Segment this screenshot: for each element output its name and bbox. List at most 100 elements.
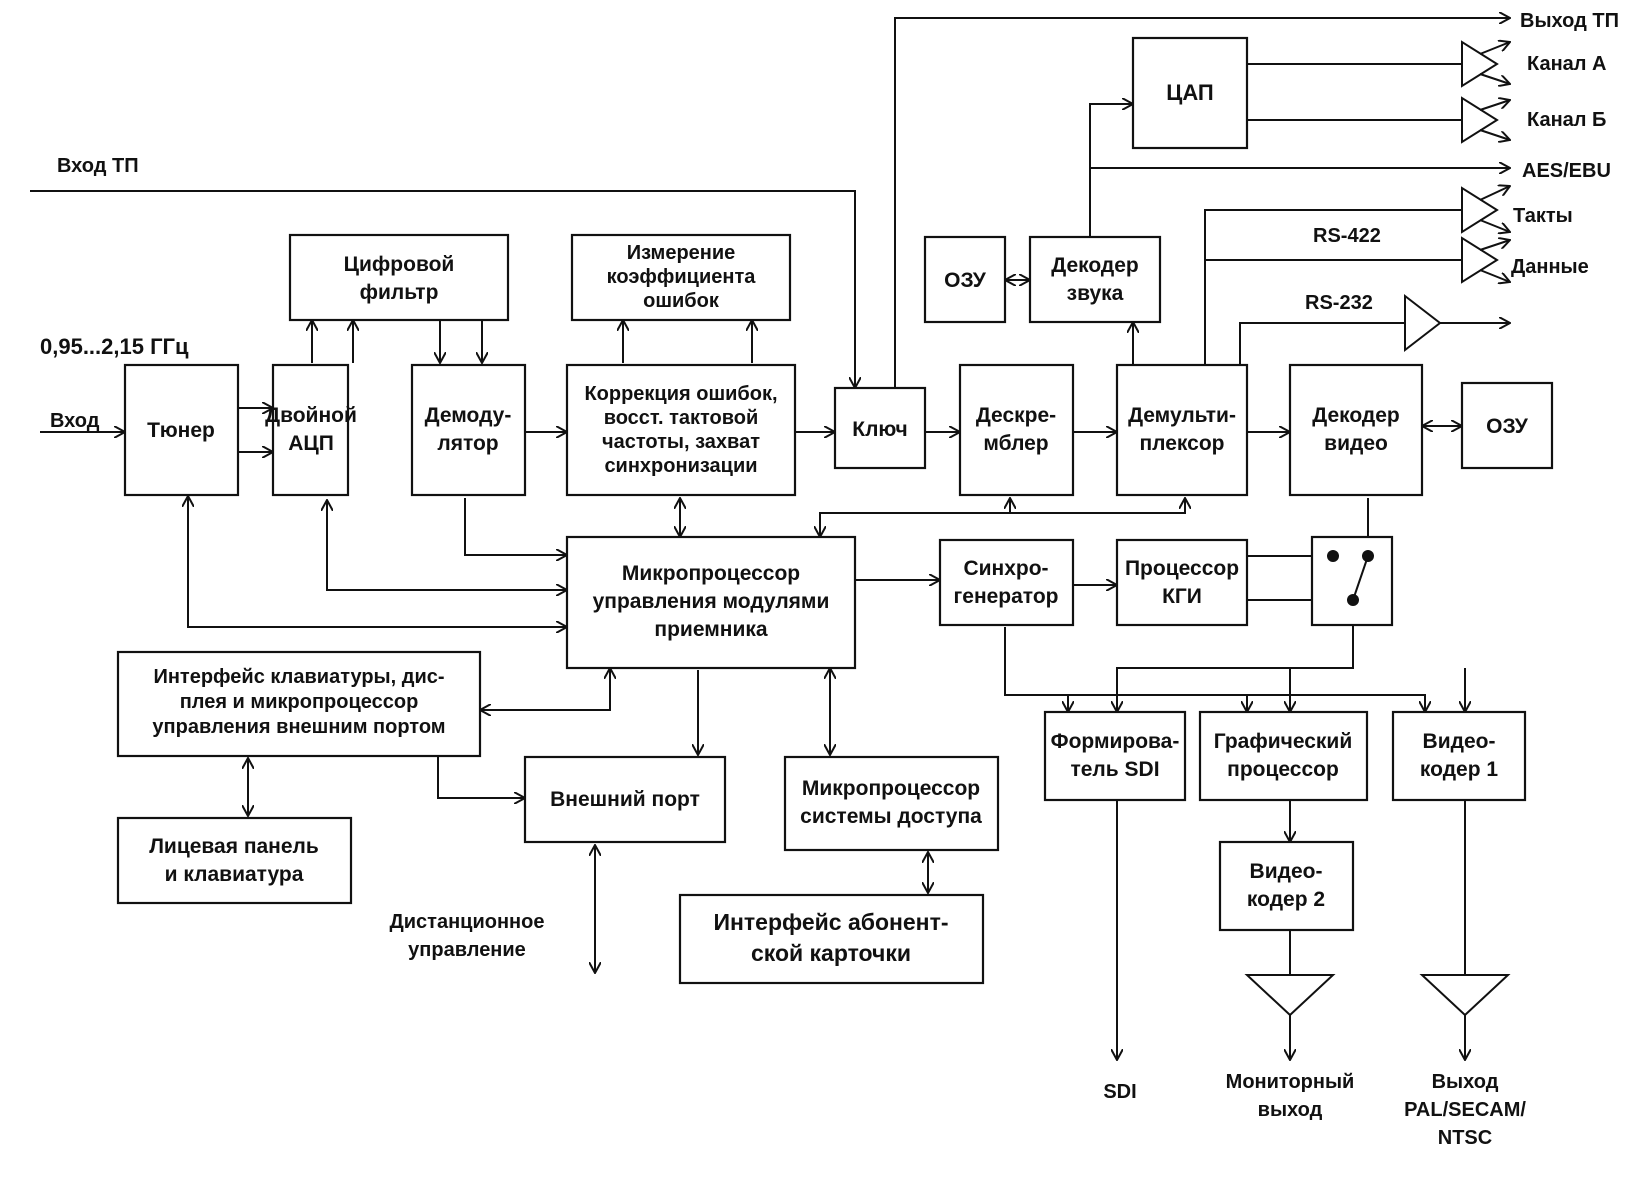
descr-label-1: мблер — [983, 432, 1048, 455]
panel-label-1: и клавиатура — [165, 863, 304, 886]
frequency-label: 0,95...2,15 ГГц — [40, 334, 189, 359]
amplifiers — [1244, 42, 1510, 1017]
monitor-label-1: выход — [1258, 1099, 1323, 1121]
output-tp-line — [894, 18, 1510, 388]
ca-mcu-label-1: системы доступа — [800, 805, 982, 828]
rs422-label: RS-422 — [1313, 225, 1381, 247]
ram-video-label-0: ОЗУ — [1486, 415, 1529, 438]
amp-data — [1461, 236, 1510, 282]
svg-text:Интерфейс абонент-ской карточк: Интерфейс абонент-ской карточки — [713, 909, 948, 966]
svg-text:Коррекция ошибок,восст. тактов: Коррекция ошибок,восст. тактовойчастоты,… — [584, 383, 777, 477]
sdi-form-label-1: тель SDI — [1070, 758, 1159, 781]
sdi-form-label-0: Формирова- — [1051, 730, 1180, 753]
card-if-label-1: ской карточки — [751, 940, 911, 966]
filter-label-1: фильтр — [360, 281, 439, 304]
svg-text:Формирова-тель SDI: Формирова-тель SDI — [1051, 730, 1180, 781]
external-port-block: Внешний порт — [523, 755, 727, 844]
amp-clocks — [1461, 186, 1510, 232]
kbd-if-label-2: управления внешним портом — [152, 716, 445, 738]
venc2-label-1: кодер 2 — [1247, 888, 1325, 911]
amp-channel-b — [1461, 96, 1510, 144]
sync-generator-block: Синхро-генератор — [938, 538, 1075, 627]
mcu-kbd-line — [480, 668, 610, 710]
free-labels: Вход ТП 0,95...2,15 ГГц Вход Выход ТП Ка… — [40, 10, 1619, 1149]
video-encoder-1-block: Видео-кодер 1 — [1391, 710, 1527, 802]
demux-label-1: плексор — [1140, 432, 1225, 455]
adc-mcu-line — [327, 500, 567, 590]
syncgen-label-1: генератор — [954, 585, 1059, 608]
key-label-0: Ключ — [852, 418, 907, 441]
mcu-label-0: Микропроцессор — [622, 562, 800, 585]
svg-text:ОЗУ: ОЗУ — [1486, 415, 1529, 438]
fec-label-2: частоты, захват — [602, 431, 760, 453]
monitor-label-0: Мониторный — [1226, 1071, 1355, 1093]
tuner-mcu-line — [188, 496, 567, 627]
gfx-label-0: Графический — [1214, 730, 1353, 753]
demod-label-0: Демоду- — [425, 404, 512, 427]
demod-block: Демоду-лятор — [410, 363, 527, 497]
demod-label-1: лятор — [437, 432, 498, 455]
video-out-label-0: Выход — [1432, 1071, 1499, 1093]
output-tp-label: Выход ТП — [1520, 10, 1619, 32]
monitor-output-label: Мониторный выход — [1226, 1071, 1355, 1121]
svg-text:ОЗУ: ОЗУ — [944, 269, 987, 292]
descrambler-block: Дескре-мблер — [958, 363, 1075, 497]
graphic-processor-block: Графический процессор — [1198, 710, 1369, 802]
svg-text:Демоду-лятор: Демоду-лятор — [425, 404, 512, 455]
svg-text:Демульти-плексор: Демульти-плексор — [1128, 404, 1236, 455]
fec-label-0: Коррекция ошибок, — [584, 383, 777, 405]
amp-rs232 — [1404, 293, 1442, 353]
svg-text:Тюнер: Тюнер — [147, 419, 215, 442]
svg-text:Ключ: Ключ — [852, 418, 907, 441]
data-label: Данные — [1511, 256, 1589, 278]
rs422-clock-line — [1204, 209, 1462, 365]
switch-bus-line — [1117, 625, 1354, 712]
sdi-output-label: SDI — [1103, 1081, 1136, 1103]
errmeas-label-1: коэффициента — [607, 266, 757, 288]
svg-text:Дескре-мблер: Дескре-мблер — [976, 404, 1056, 455]
ca-mcu-block: Микропроцессор системы доступа — [783, 755, 1000, 852]
dac-label-0: ЦАП — [1166, 80, 1213, 105]
video-out-label-1: PAL/SECAM/ — [1404, 1099, 1526, 1121]
kbd-if-label-0: Интерфейс клавиатуры, дис- — [153, 666, 444, 688]
fec-label-1: восст. тактовой — [604, 407, 759, 429]
connections — [30, 18, 1510, 1060]
venc2-label-0: Видео- — [1250, 860, 1323, 883]
mcu-label-2: приемника — [654, 618, 767, 641]
keyboard-interface-block: Интерфейс клавиатуры, дис-плея и микропр… — [116, 650, 482, 758]
extport-label-0: Внешний порт — [550, 788, 700, 811]
video-out-label-2: NTSC — [1438, 1127, 1492, 1149]
descr-label-0: Дескре- — [976, 404, 1056, 427]
tuner-label-0: Тюнер — [147, 419, 215, 442]
dac-block: ЦАП — [1131, 36, 1249, 150]
viddec-label-0: Декодер — [1312, 404, 1400, 427]
audio-ram-block: ОЗУ — [923, 235, 1007, 324]
demux-block: Демульти-плексор — [1115, 363, 1249, 497]
video-ram-block: ОЗУ — [1460, 381, 1554, 470]
clocks-label: Такты — [1513, 205, 1573, 227]
osd-label-0: Процессор — [1125, 557, 1239, 580]
amp-monitor — [1244, 974, 1336, 1017]
amp-channel-a — [1461, 42, 1510, 88]
svg-text:Видео-кодер 1: Видео-кодер 1 — [1420, 730, 1498, 781]
ca-mcu-label-0: Микропроцессор — [802, 777, 980, 800]
svg-text:Видео-кодер 2: Видео-кодер 2 — [1247, 860, 1325, 911]
gfx-label-1: процессор — [1227, 758, 1339, 781]
svg-text:Внешний порт: Внешний порт — [550, 788, 700, 811]
errmeas-label-0: Измерение — [627, 242, 736, 264]
remote-label-1: управление — [408, 939, 526, 961]
card-if-label-0: Интерфейс абонент- — [713, 909, 948, 935]
